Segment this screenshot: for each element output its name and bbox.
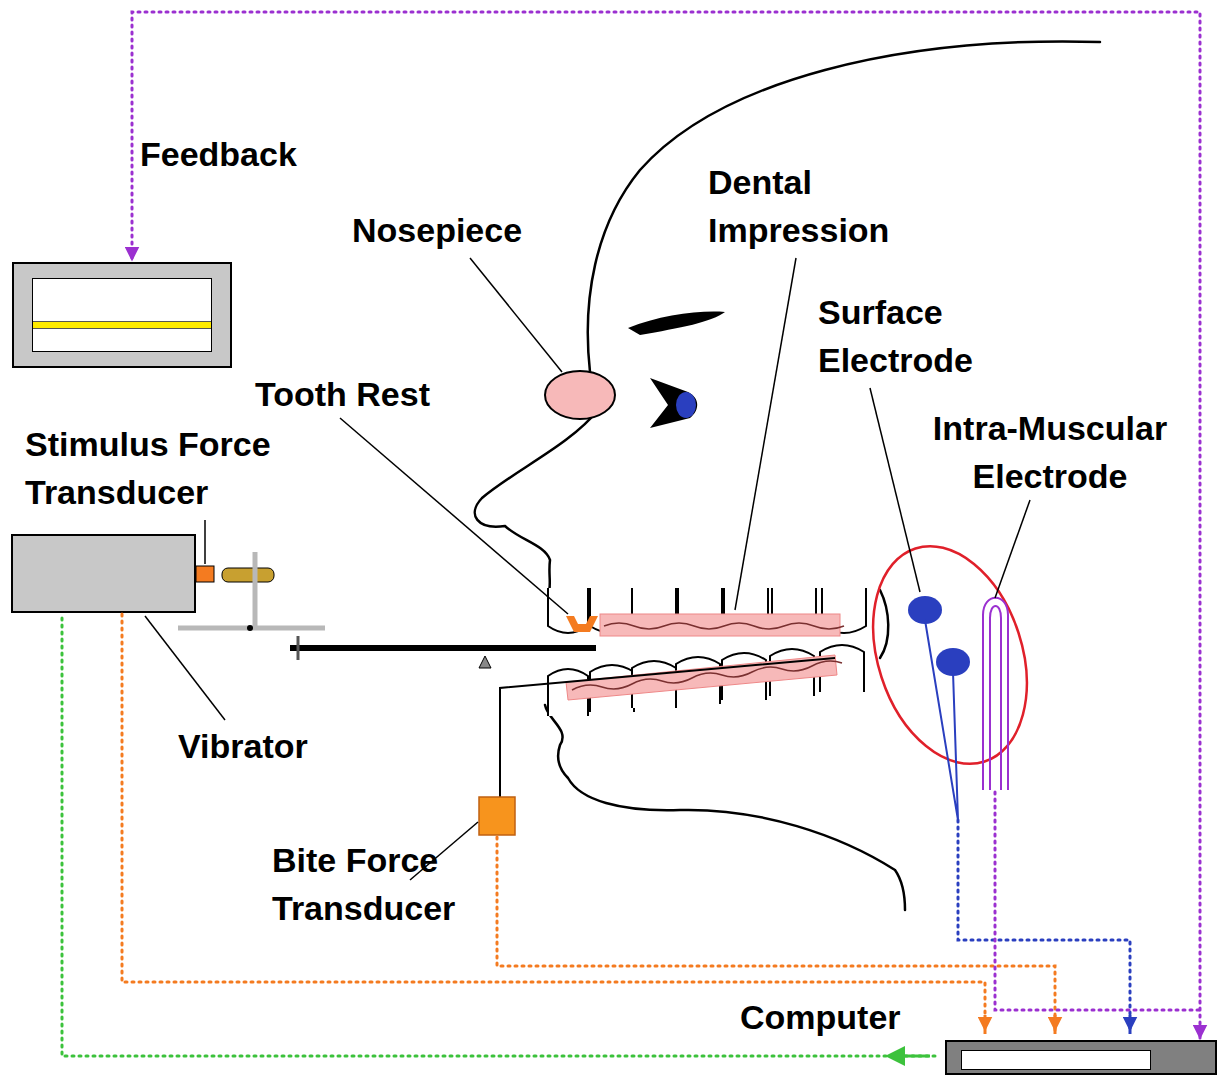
nosepiece xyxy=(545,371,615,419)
part-label: Bite Force Transducer xyxy=(272,836,487,932)
feedback-bar xyxy=(33,321,211,329)
part-label: Dental Impression xyxy=(708,158,938,254)
tooth-rest xyxy=(566,616,598,632)
computer-box: Computer xyxy=(945,1040,1217,1075)
part-label: Nosepiece xyxy=(352,206,612,254)
part-label: Surface Electrode xyxy=(818,288,1018,384)
screen xyxy=(32,278,212,352)
drive-shaft xyxy=(222,568,274,582)
part-label: Tooth Rest xyxy=(255,370,515,418)
bracket xyxy=(253,552,258,628)
surface-electrode xyxy=(936,648,970,676)
drive-slot xyxy=(961,1050,1151,1070)
iris xyxy=(676,392,696,418)
upper-impression xyxy=(600,614,840,636)
leader-lines xyxy=(145,258,1030,880)
vibrator-box xyxy=(12,535,195,612)
eyebrow xyxy=(628,312,725,335)
impression-trace xyxy=(604,623,844,629)
impression-trace xyxy=(572,661,842,690)
lower-teeth xyxy=(548,645,864,716)
part-label: Intra-Muscular Electrode xyxy=(900,404,1200,500)
bite-bar xyxy=(500,658,835,797)
signal-wires xyxy=(62,614,1200,1056)
intramuscular-electrode xyxy=(983,598,1008,790)
bracket xyxy=(178,626,325,631)
eye xyxy=(650,378,697,428)
stimulus-force-transducer xyxy=(196,566,214,582)
muscle-region xyxy=(847,526,1053,784)
node-title: Computer xyxy=(740,997,901,1037)
node-title: Feedback xyxy=(140,134,297,174)
signal-connector xyxy=(132,12,1200,1038)
electrode-wire xyxy=(925,620,958,820)
pivot xyxy=(247,625,253,631)
arrowhead xyxy=(885,1046,905,1066)
lever xyxy=(290,645,596,651)
lever-stop xyxy=(297,636,300,660)
part-label: Stimulus Force Transducer xyxy=(25,420,385,516)
bite-force-transducer xyxy=(479,797,515,835)
fulcrum xyxy=(479,656,491,668)
surface-electrode xyxy=(908,596,942,624)
part-label: Vibrator xyxy=(178,722,378,770)
feedback-monitor: Feedback xyxy=(12,262,232,368)
